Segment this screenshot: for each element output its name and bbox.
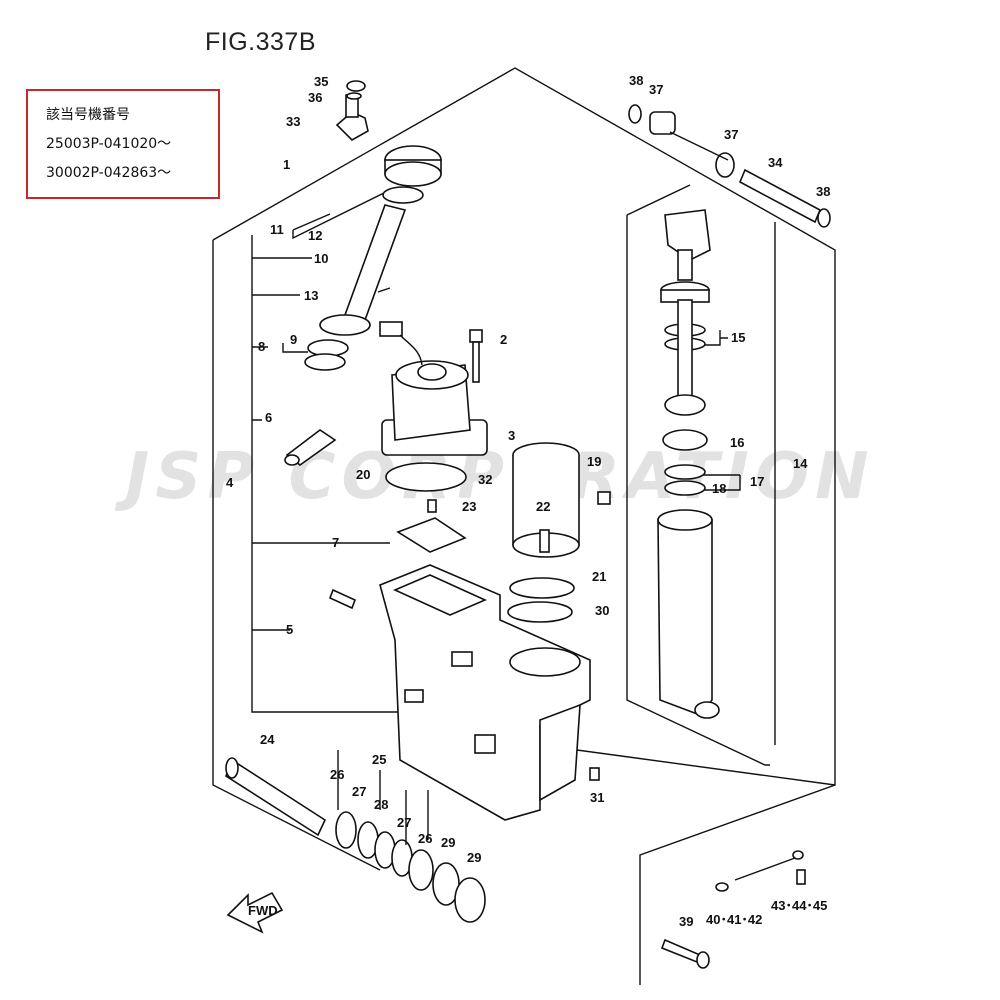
- bracket-4: [251, 235, 400, 713]
- label-part-26b: 26: [418, 831, 432, 846]
- bolt-31: [589, 767, 600, 781]
- label-part-1: 1: [283, 157, 290, 172]
- label-part-24: 24: [260, 732, 275, 747]
- label-part-32: 32: [478, 472, 492, 487]
- label-part-20: 20: [356, 467, 370, 482]
- bracket-17: [700, 474, 741, 491]
- bracket-11: [292, 189, 391, 240]
- label-part-33: 33: [286, 114, 300, 129]
- label-part-43-44-45: 43･44･45: [771, 898, 827, 913]
- bolt-39: [660, 938, 710, 969]
- label-part-13: 13: [304, 288, 318, 303]
- assembly-outline-1: [212, 67, 836, 985]
- label-part-16: 16: [730, 435, 744, 450]
- label-part-39: 39: [679, 914, 693, 929]
- label-part-37b: 37: [724, 127, 738, 142]
- label-part-30: 30: [595, 603, 609, 618]
- bracket-8-9: [282, 343, 308, 353]
- label-part-7: 7: [332, 535, 339, 550]
- label-part-25: 25: [372, 752, 386, 767]
- shaft-24: [225, 757, 327, 837]
- label-part-23: 23: [462, 499, 476, 514]
- figure-title: FIG.337B: [205, 28, 316, 56]
- label-part-34: 34: [768, 155, 783, 170]
- reservoir-assembly: [304, 145, 442, 371]
- tilt-cylinder-14: [657, 209, 720, 719]
- label-part-11: 11: [270, 222, 284, 237]
- label-part-21: 21: [592, 569, 606, 584]
- rings-25-29: [335, 750, 486, 923]
- bolt-22: [539, 529, 550, 553]
- part-number-labels: 1 2 3 4 5 6 7 8 9 10 11 12 13 14 15 16 1…: [226, 73, 830, 929]
- pin-assembly: [628, 104, 831, 228]
- manual-valve-parts: [335, 80, 369, 141]
- reservoir-32: [507, 442, 580, 623]
- label-part-31: 31: [590, 790, 604, 805]
- label-part-38b: 38: [816, 184, 830, 199]
- outline-tilt-cyl-frame: [539, 744, 836, 786]
- label-part-9: 9: [290, 332, 297, 347]
- applicable-serial-box: 該当号機番号 25003P-041020～ 30002P-042863～: [26, 89, 220, 199]
- label-part-29a: 29: [441, 835, 455, 850]
- label-part-12: 12: [308, 228, 322, 243]
- label-part-26a: 26: [330, 767, 344, 782]
- fwd-label: FWD: [248, 903, 278, 918]
- label-part-22: 22: [536, 499, 550, 514]
- label-part-37a: 37: [649, 82, 663, 97]
- pump-body: [379, 564, 591, 821]
- assembly-outline-14: [626, 184, 776, 766]
- serial-heading: 該当号機番号: [46, 107, 130, 123]
- serial-range-1: 25003P-041020～: [46, 136, 172, 152]
- label-part-3: 3: [508, 428, 515, 443]
- label-part-15: 15: [731, 330, 745, 345]
- label-part-5: 5: [286, 622, 293, 637]
- label-part-17: 17: [750, 474, 764, 489]
- label-part-2: 2: [500, 332, 507, 347]
- bracket-15: [700, 330, 728, 346]
- label-part-14: 14: [793, 456, 808, 471]
- label-part-35: 35: [314, 74, 328, 89]
- label-part-6: 6: [265, 410, 272, 425]
- serial-range-2: 30002P-042863～: [46, 165, 172, 181]
- label-part-40-41-42: 40･41･42: [706, 912, 762, 927]
- label-part-36: 36: [308, 90, 322, 105]
- label-part-38a: 38: [629, 73, 643, 88]
- label-part-4: 4: [226, 475, 234, 490]
- plug-19: [597, 491, 611, 505]
- plate-7: [396, 517, 467, 553]
- label-part-10: 10: [314, 251, 328, 266]
- valve-5: [328, 588, 357, 610]
- motor-assembly: [379, 321, 488, 492]
- label-part-19: 19: [587, 454, 601, 469]
- label-part-27a: 27: [352, 784, 366, 799]
- label-part-27b: 27: [397, 815, 411, 830]
- ground-wire: [715, 850, 806, 892]
- label-part-8: 8: [258, 339, 265, 354]
- label-part-29b: 29: [467, 850, 481, 865]
- fwd-arrow-icon: FWD: [226, 891, 284, 934]
- label-part-28: 28: [374, 797, 388, 812]
- bolt-2: [469, 329, 483, 383]
- label-part-18: 18: [712, 481, 726, 496]
- valve-6: [284, 429, 337, 466]
- bolt-23: [427, 499, 437, 513]
